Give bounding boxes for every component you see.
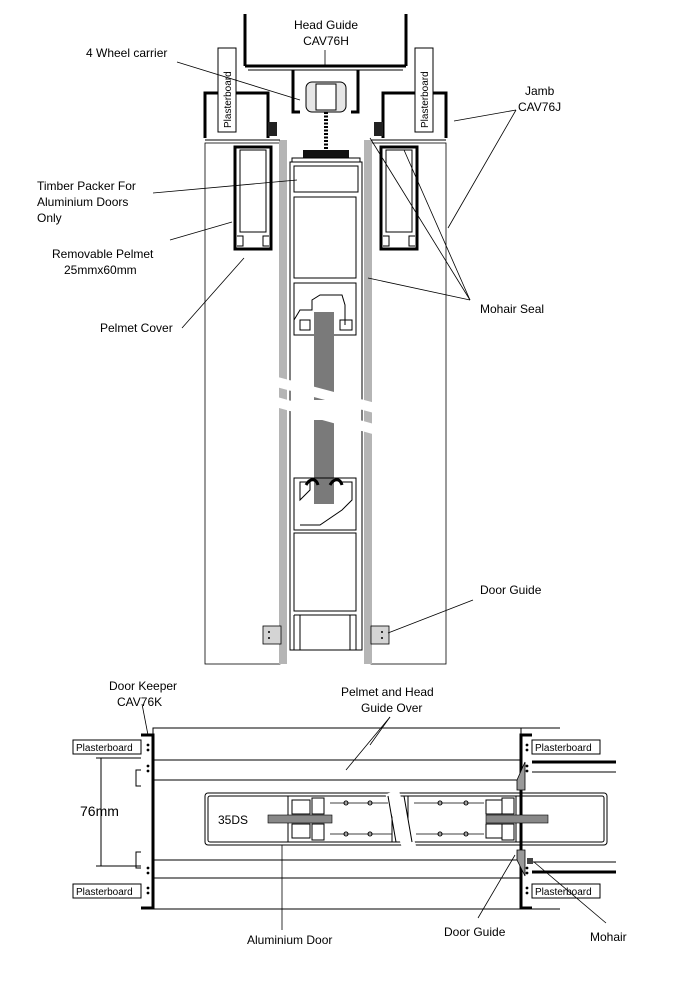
plasterboard-plan-label-3: Plasterboard	[535, 743, 592, 754]
plasterboard-label-left: Plasterboard	[223, 71, 234, 128]
pelmet-head-guide-label-1: Pelmet and Head	[341, 685, 434, 699]
plasterboard-plan-label-2: Plasterboard	[76, 887, 133, 898]
jamb-label-1: Jamb	[525, 84, 555, 98]
timber-packer-label-1: Timber Packer For	[37, 179, 136, 193]
wheel-carrier-label: 4 Wheel carrier	[86, 46, 167, 60]
right-plasterboard-vertical	[414, 47, 434, 133]
mohair-label: Mohair	[590, 930, 627, 944]
pelmet-cover-label: Pelmet Cover	[100, 321, 173, 335]
door-keeper-label-2: CAV76K	[117, 695, 162, 709]
plasterboard-left-top	[72, 739, 142, 755]
plasterboard-plan-label-1: Plasterboard	[76, 743, 133, 754]
door-stile-bottom	[314, 420, 334, 504]
plasterboard-right-bottom	[531, 883, 601, 899]
door-guide-right	[370, 625, 390, 645]
removable-pelmet-label-2: 25mmx60mm	[64, 263, 137, 277]
door-guide-bottom-label: Door Guide	[444, 925, 506, 939]
mohair-seal-label: Mohair Seal	[480, 302, 544, 316]
vertical-section: Plasterboard Plasterboard	[37, 14, 561, 665]
plasterboard-left-bottom	[72, 883, 142, 899]
timber-packer	[293, 165, 359, 193]
plasterboard-right-top	[531, 739, 601, 755]
aluminium-door-label: Aluminium Door	[247, 933, 332, 947]
removable-pelmet-label-1: Removable Pelmet	[52, 247, 154, 261]
dimension-76mm: 76mm	[80, 803, 119, 819]
plasterboard-label-right: Plasterboard	[420, 71, 431, 128]
left-removable-pelmet	[233, 145, 273, 251]
door-code-label: 35DS	[218, 813, 248, 827]
door-guide-top-label: Door Guide	[480, 583, 542, 597]
jamb-label-2: CAV76J	[518, 100, 561, 114]
door-stile-top	[314, 312, 334, 400]
right-removable-pelmet	[379, 145, 419, 251]
timber-packer-label-3: Only	[37, 211, 62, 225]
pelmet-head-guide-label-2: Guide Over	[361, 701, 422, 715]
door-guide-left	[262, 625, 282, 645]
head-guide-label-2: CAV76H	[303, 34, 349, 48]
left-plasterboard-vertical	[217, 47, 237, 133]
timber-packer-label-2: Aluminium Doors	[37, 195, 128, 209]
door-keeper-label-1: Door Keeper	[109, 679, 177, 693]
plasterboard-plan-label-4: Plasterboard	[535, 887, 592, 898]
plan-section: Plasterboard Plasterboard 76mm Plasterbo…	[72, 679, 627, 947]
head-guide-label-1: Head Guide	[294, 18, 358, 32]
